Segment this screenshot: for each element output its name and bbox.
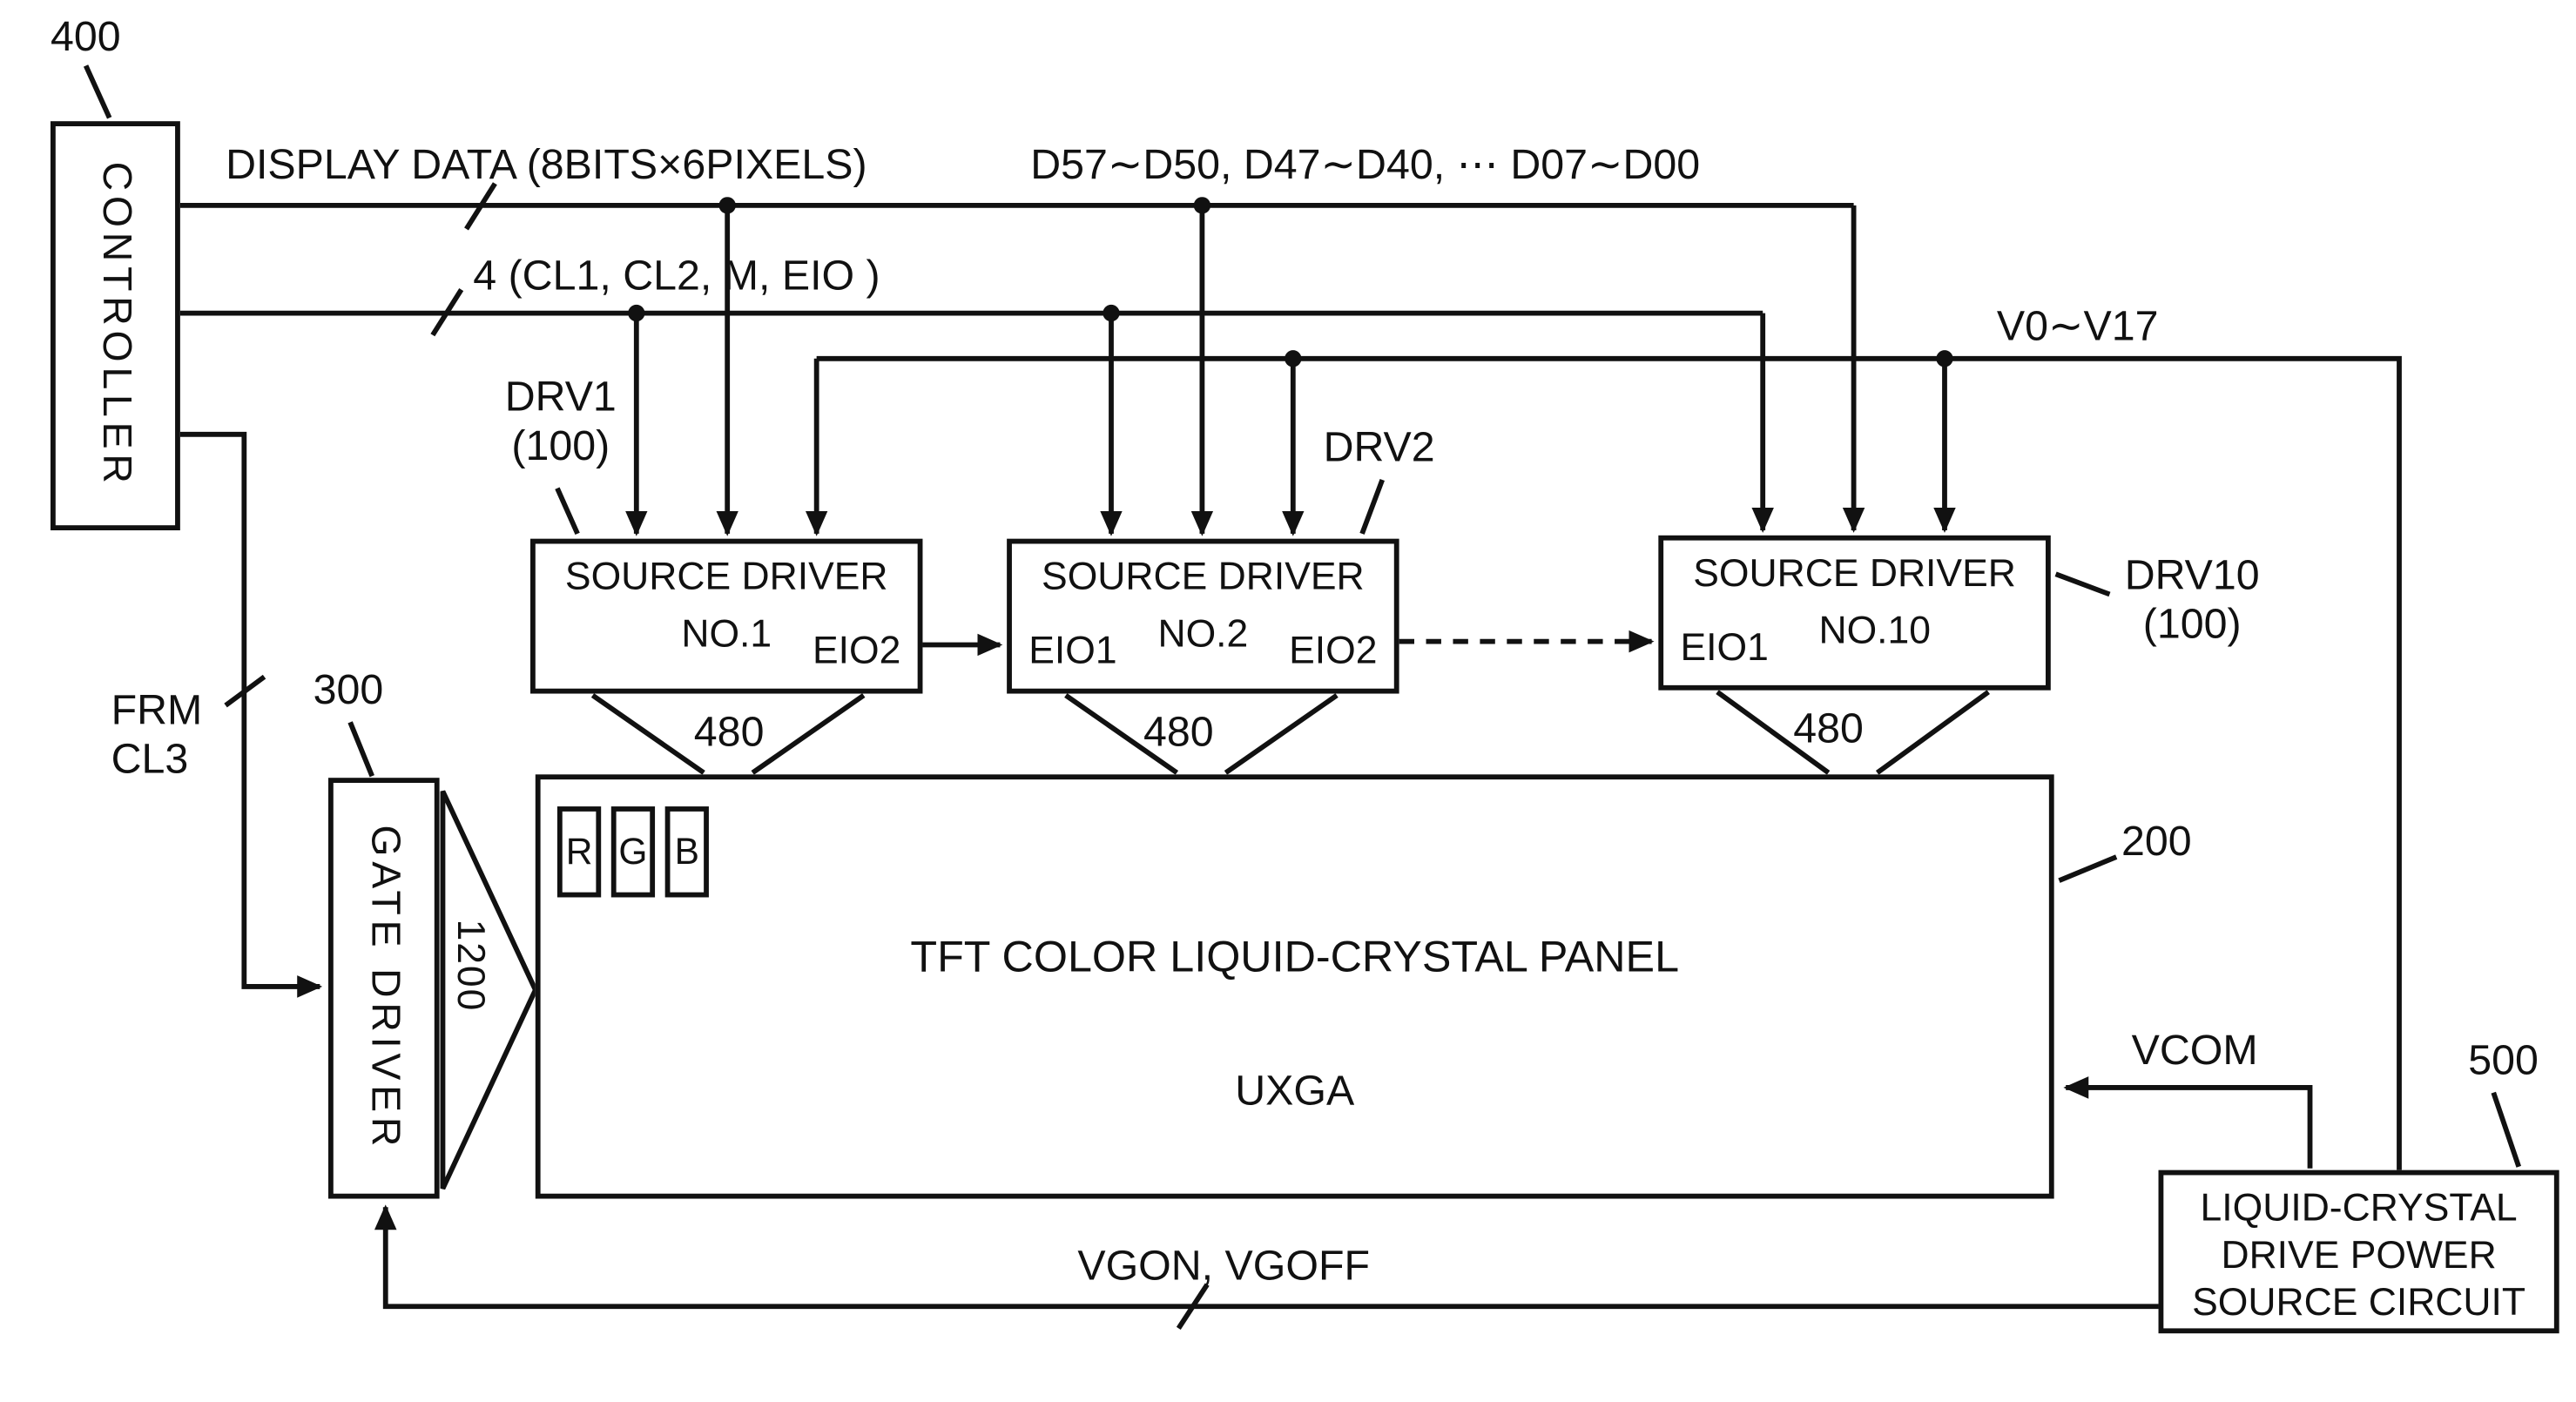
subpixel-b-box: B	[664, 806, 709, 898]
display-data-bus	[179, 202, 1865, 536]
vgon-vgoff-label: VGON, VGOFF	[1077, 1242, 1371, 1290]
ref-label-power-circuit: 500	[2468, 1036, 2539, 1085]
vcom-label: VCOM	[2131, 1027, 2258, 1075]
ref-label-panel: 200	[2121, 818, 2192, 866]
power-circuit-name-line2: DRIVE POWER	[2221, 1232, 2497, 1277]
ref-label-drv1-name: DRV1	[504, 374, 617, 421]
gate-driver-label: GATE DRIVER	[361, 825, 408, 1152]
source-driver-2-number: NO.2	[1157, 610, 1249, 656]
source-bus-funnel-3	[1716, 690, 1990, 775]
gate-bus-triangle	[440, 790, 538, 1190]
ref-label-gate-driver: 300	[313, 666, 384, 714]
source-driver-2-title: SOURCE DRIVER	[1042, 554, 1365, 598]
ref-label-drv10-number: (100)	[2142, 601, 2242, 649]
power-circuit-name-line1: LIQUID-CRYSTAL	[2200, 1185, 2518, 1230]
source-driver-1-block: SOURCE DRIVER NO.1 EIO2	[529, 538, 923, 694]
panel-title: TFT COLOR LIQUID-CRYSTAL PANEL	[910, 931, 1680, 982]
source-bus-width-1: 480	[693, 708, 765, 757]
control-bus-label: 4 (CL1, CL2, M, EIO )	[473, 252, 880, 300]
source-driver-1-eio2: EIO2	[812, 628, 901, 672]
source-driver-2-block: SOURCE DRIVER EIO1 NO.2 EIO2	[1007, 538, 1399, 694]
source-driver-1-number: NO.1	[681, 610, 772, 656]
reference-leader-lines	[83, 64, 2522, 1168]
vgon-vgoff-line	[374, 1204, 2159, 1310]
source-bus-funnel-2	[1064, 693, 1339, 775]
source-bus-width-2: 480	[1143, 708, 1214, 757]
gray-voltage-label: V0∼V17	[1996, 302, 2159, 351]
source-driver-10-block: SOURCE DRIVER EIO1 NO.10	[1658, 535, 2051, 691]
source-driver-1-title: SOURCE DRIVER	[564, 554, 888, 598]
source-driver-10-number: NO.10	[1818, 607, 1932, 652]
lcd-panel-block: R G B TFT COLOR LIQUID-CRYSTAL PANEL UXG…	[535, 774, 2054, 1199]
control-signal-bus	[179, 310, 1774, 536]
junction-dots	[628, 197, 1953, 367]
source-driver-2-eio1: EIO1	[1028, 628, 1117, 672]
source-driver-10-title: SOURCE DRIVER	[1693, 550, 2016, 595]
gate-bus-width-label: 1200	[449, 919, 494, 1013]
display-data-label: DISPLAY DATA (8BITS×6PIXELS)	[226, 141, 867, 189]
source-driver-2-eio2: EIO2	[1289, 628, 1378, 672]
controller-label: CONTROLLER	[93, 162, 139, 489]
panel-subtitle: UXGA	[1235, 1067, 1355, 1115]
ref-label-drv1-number: (100)	[511, 422, 610, 470]
bus-width-slashes	[224, 182, 1210, 1330]
source-driver-10-eio1: EIO1	[1680, 624, 1769, 669]
data-bus-label: D57∼D50, D47∼D40, ⋯ D07∼D00	[1030, 141, 1701, 189]
subpixel-r-box: R	[556, 806, 602, 898]
frm-cl3-label: FRM CL3	[111, 687, 203, 785]
cl3-label: CL3	[111, 735, 189, 783]
source-bus-funnel-1	[590, 693, 866, 775]
ref-label-drv1: DRV1 (100)	[485, 374, 637, 471]
ref-label-drv10: DRV10 (100)	[2105, 552, 2280, 650]
gate-driver-block: GATE DRIVER	[327, 778, 440, 1199]
ref-label-drv10-name: DRV10	[2124, 552, 2260, 600]
power-source-circuit-block: LIQUID-CRYSTAL DRIVE POWER SOURCE CIRCUI…	[2158, 1169, 2559, 1334]
subpixel-g-box: G	[610, 806, 656, 898]
frm-label: FRM	[111, 686, 203, 734]
controller-block: CONTROLLER	[50, 121, 180, 530]
source-bus-width-3: 480	[1793, 705, 1864, 753]
vcom-line	[2063, 1076, 2313, 1169]
frm-cl3-line	[179, 431, 323, 998]
power-circuit-name-line3: SOURCE CIRCUIT	[2192, 1279, 2526, 1324]
ref-label-controller: 400	[50, 13, 121, 61]
gray-voltage-bus	[805, 355, 2402, 1170]
ref-label-drv2: DRV2	[1323, 424, 1435, 472]
